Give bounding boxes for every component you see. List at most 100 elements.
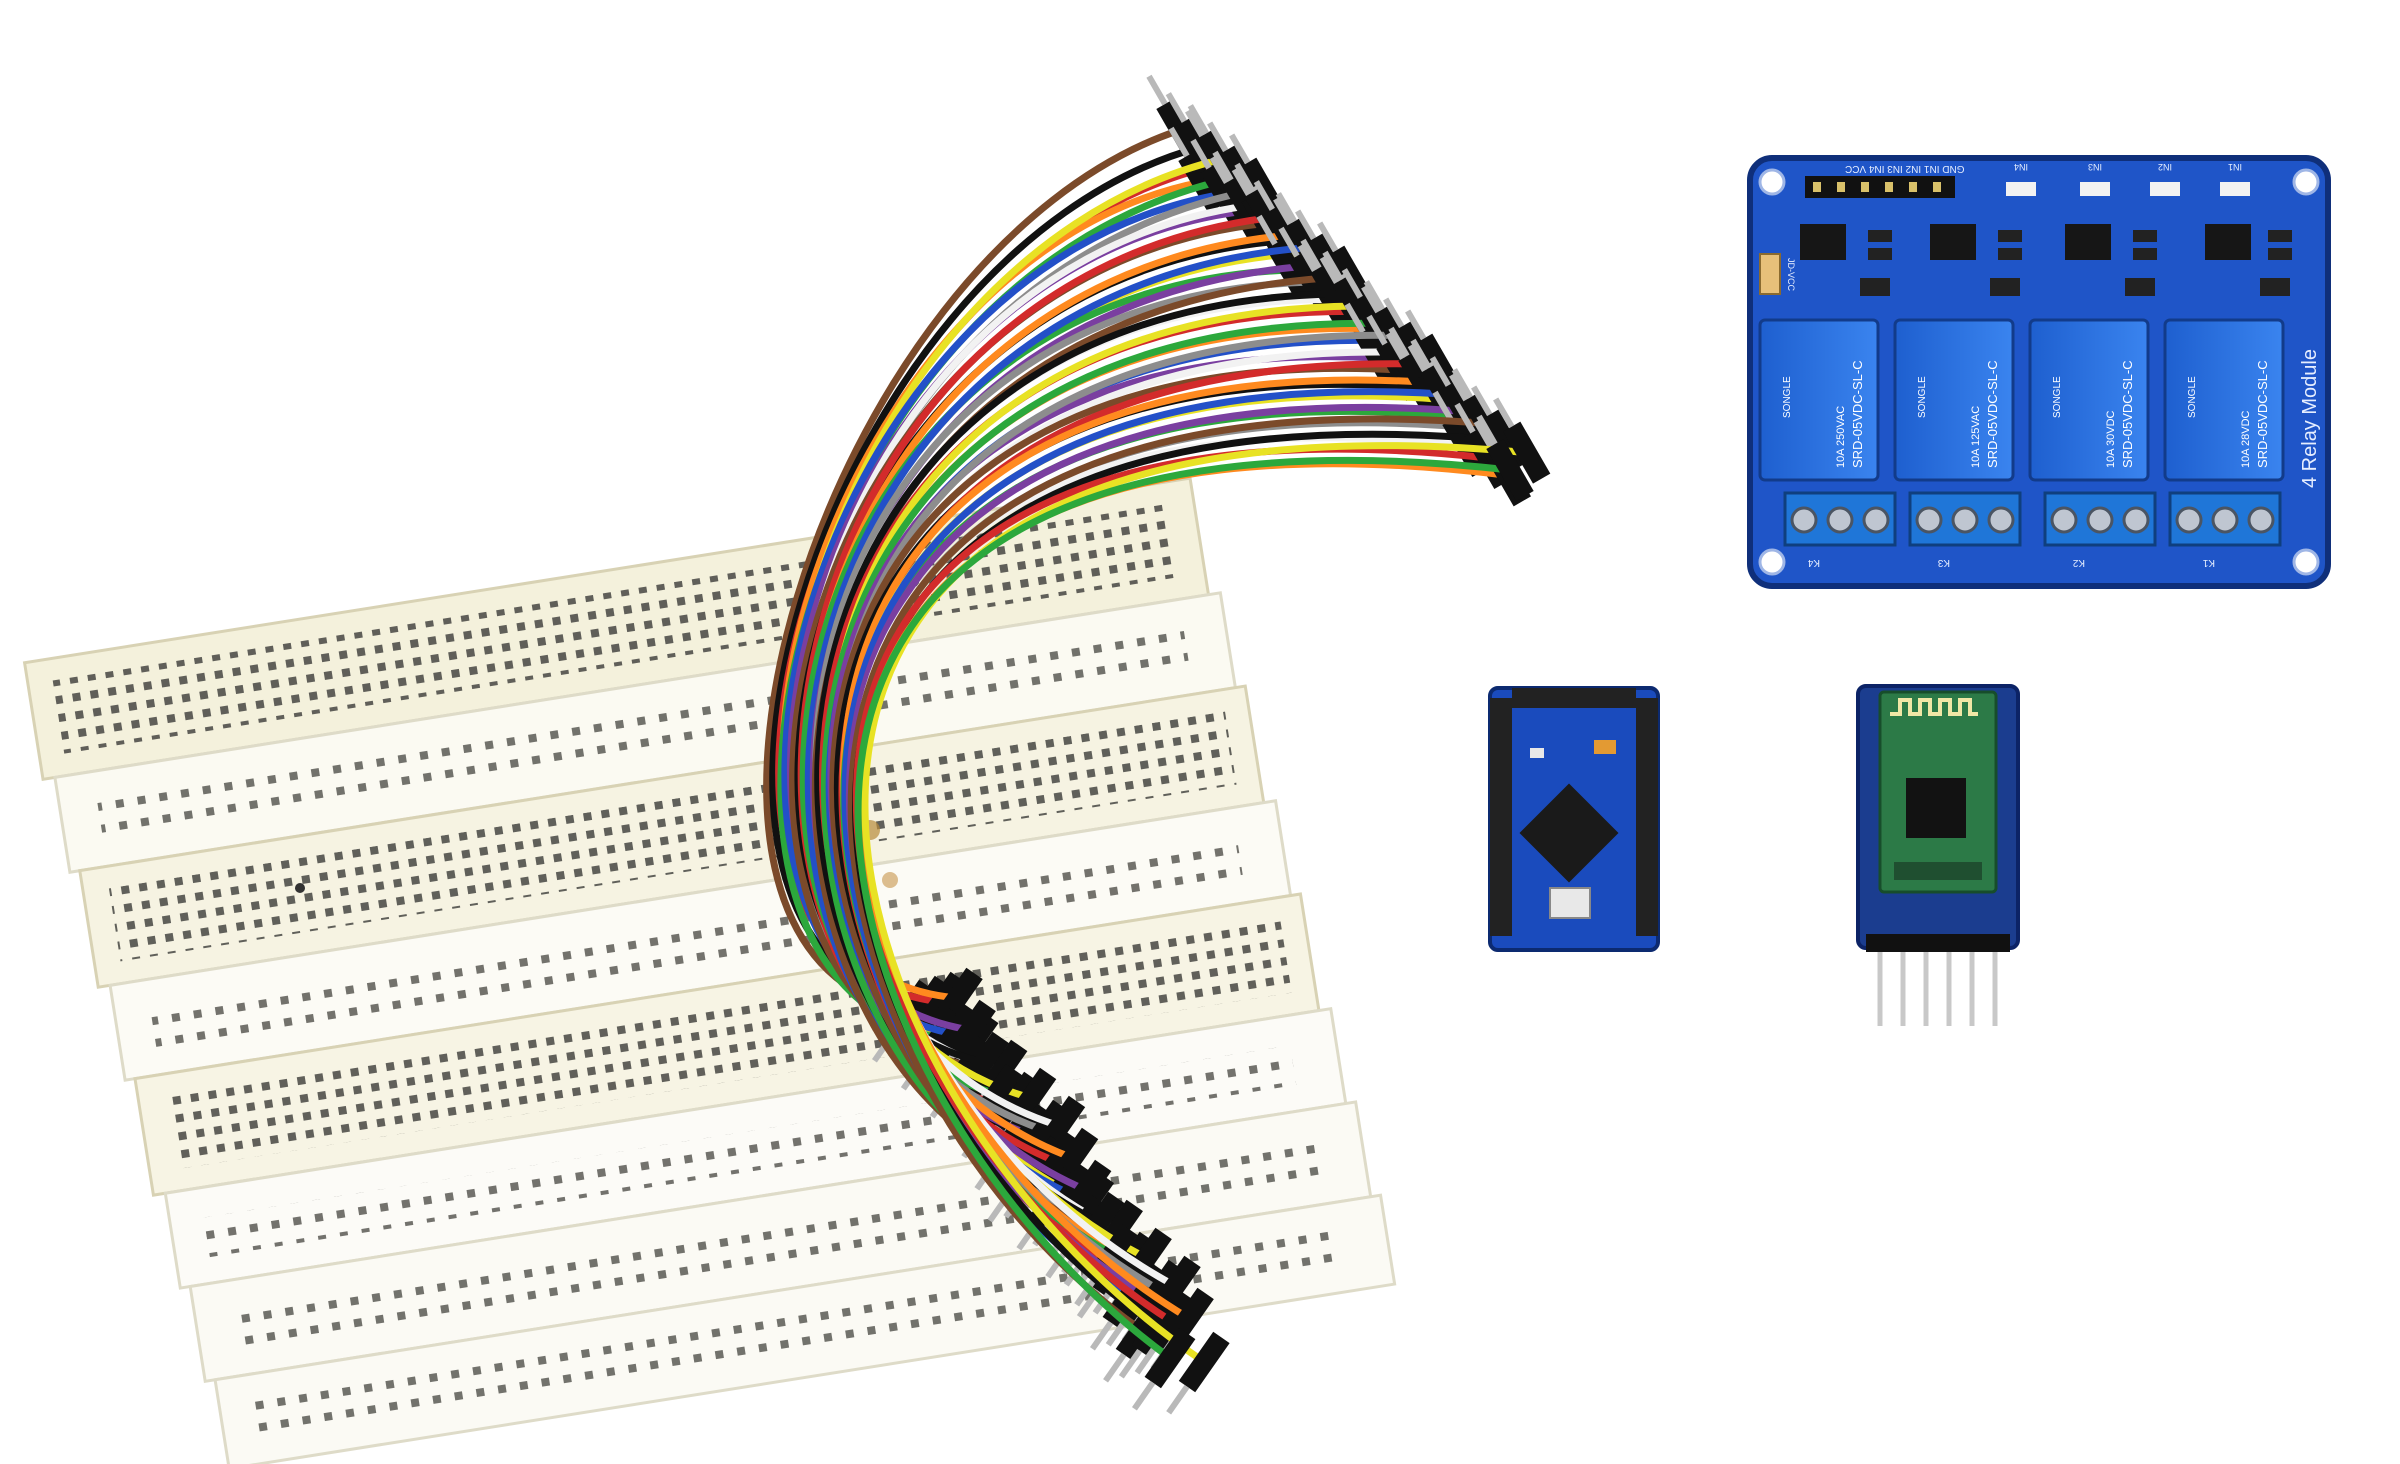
relay-model: SRD-05VDC-SL-C — [2255, 360, 2270, 468]
relay-rating: 10A 125VAC — [1970, 406, 1982, 468]
connector-pin — [1256, 214, 1278, 246]
connector-housing — [1486, 439, 1534, 501]
board-label: 4 Relay Module — [2299, 349, 2321, 488]
arduino-pro-mini — [1488, 686, 1660, 952]
terminal-label-k4: K4 — [1807, 557, 1820, 568]
connector-pin — [1297, 244, 1319, 275]
connector-pin — [1361, 285, 1383, 317]
connector-pin — [1385, 332, 1407, 363]
connector-pin — [1212, 150, 1234, 182]
led-label-in4: IN4 — [2014, 162, 2028, 172]
connector-pin — [1344, 302, 1366, 334]
connector-pin — [1275, 192, 1297, 223]
jd-vcc-jumper — [1759, 253, 1781, 295]
top-header — [1512, 688, 1636, 708]
mounting-hole — [2292, 548, 2320, 576]
connector-pin — [1322, 250, 1344, 282]
connector-pin — [1190, 138, 1212, 170]
connector-pin — [1166, 1384, 1190, 1415]
connector-pin — [1146, 74, 1168, 106]
connector-pin — [1383, 297, 1405, 329]
connector-pin — [1366, 314, 1388, 346]
jumper-wire — [763, 126, 1184, 1014]
relay-brand: SONGLE — [1917, 376, 1928, 418]
connector-pin — [1209, 156, 1231, 187]
connector-pin — [1229, 133, 1251, 165]
relay-1: SRD-05VDC-SL-C 10A 250VAC SONGLE — [1758, 318, 1880, 482]
relay-rating: 10A 28VDC — [2240, 410, 2252, 468]
jumper-wire — [861, 442, 1531, 1366]
jumper-wire-bundle — [763, 74, 1551, 1415]
connector-pin — [1405, 309, 1427, 341]
connector-pin — [1388, 326, 1410, 358]
connector-pin — [1165, 92, 1187, 123]
connector-pin — [1187, 104, 1209, 135]
connector-pin — [1471, 385, 1493, 417]
jumper-wire — [820, 319, 1379, 1202]
connector-pin — [1429, 356, 1451, 387]
relay-model: SRD-05VDC-SL-C — [2120, 360, 2135, 468]
led-label-in3: IN3 — [2088, 162, 2102, 172]
connector-housing — [1178, 1331, 1230, 1393]
connector-pin — [1363, 280, 1385, 311]
bluetooth-module — [1856, 684, 2020, 1026]
relay-rating: 10A 250VAC — [1835, 406, 1847, 468]
relay-4: SRD-05VDC-SL-C 10A 28VDC SONGLE — [2163, 318, 2285, 482]
header-label: GND IN1 IN2 IN3 IN4 VCC — [1845, 163, 1964, 174]
connector-pin — [1493, 397, 1515, 429]
relay-rating: 10A 30VDC — [2105, 410, 2117, 468]
relay-brand: SONGLE — [2052, 376, 2063, 418]
connector-pin — [1118, 1348, 1143, 1379]
connector-pin — [1317, 221, 1339, 253]
connector-pin — [1168, 126, 1190, 158]
relay-model: SRD-05VDC-SL-C — [1850, 360, 1865, 468]
terminal-label-k3: K3 — [1937, 557, 1950, 568]
connector-pin — [1103, 1352, 1127, 1383]
connector-pin — [1473, 420, 1495, 451]
jumper-wire — [847, 415, 1489, 1334]
connector-pin — [1295, 209, 1317, 241]
connector-housing — [1144, 1327, 1196, 1389]
connector-pin — [1341, 268, 1363, 299]
mounting-hole — [2292, 168, 2320, 196]
connector-pin — [1134, 1344, 1158, 1375]
mounting-hole — [1758, 168, 1786, 196]
terminal-label-k1: K1 — [2202, 557, 2215, 568]
relay-2: SRD-05VDC-SL-C 10A 125VAC SONGLE — [1893, 318, 2015, 482]
right-header — [1636, 698, 1658, 936]
connector-pin — [1278, 226, 1300, 258]
connector-pin — [1074, 1276, 1098, 1307]
antenna-trace — [1890, 698, 1978, 716]
reset-button — [1549, 887, 1591, 919]
connector-housing — [1354, 327, 1402, 389]
connector-pin — [1449, 373, 1471, 405]
relay-brand: SONGLE — [1782, 376, 1793, 418]
bluetooth-chip — [1906, 778, 1966, 838]
connector-pin — [1231, 168, 1253, 199]
mounting-hole — [1758, 548, 1786, 576]
jumper-label: JD-VCC — [1786, 258, 1796, 291]
crystal — [1594, 740, 1616, 754]
connector-pin — [1476, 414, 1498, 446]
connector-pin — [1410, 338, 1432, 370]
connector-pin — [1089, 1320, 1114, 1351]
connector-housing — [945, 999, 996, 1061]
screw-terminals: K4 K3 K2 K1 — [1783, 491, 2282, 568]
status-leds: IN4 IN3 IN2 IN1 — [2006, 162, 2250, 196]
connector-pin — [1185, 109, 1207, 141]
connector-pin — [1253, 180, 1275, 211]
connector-pin — [1273, 197, 1295, 229]
connector-pin — [1451, 368, 1473, 399]
led-label-in1: IN1 — [2228, 162, 2242, 172]
input-header: GND IN1 IN2 IN3 IN4 VCC — [1805, 163, 1964, 198]
led-label-in2: IN2 — [2158, 162, 2172, 172]
relay-3: SRD-05VDC-SL-C 10A 30VDC SONGLE — [2028, 318, 2150, 482]
connector-pin — [1454, 402, 1476, 434]
relay-model: SRD-05VDC-SL-C — [1985, 360, 2000, 468]
connector-pin — [1131, 1380, 1156, 1411]
left-header — [1490, 698, 1512, 936]
header-pins — [1877, 948, 1998, 1026]
terminal-label-k2: K2 — [2072, 557, 2085, 568]
optocouplers — [1800, 224, 2251, 260]
